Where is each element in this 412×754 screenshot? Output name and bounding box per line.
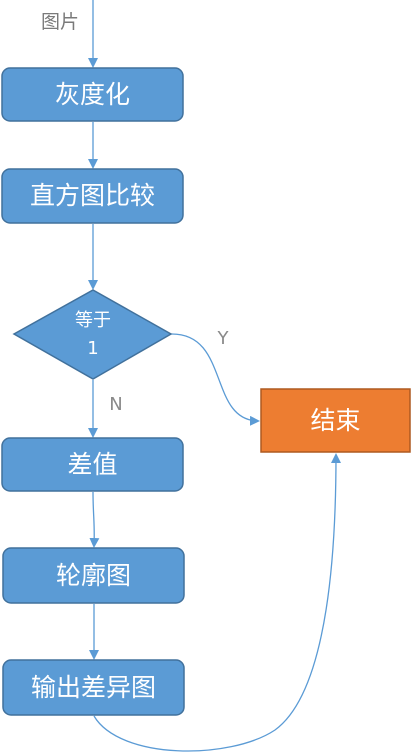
decision-diamond xyxy=(12,289,173,380)
end-label: 结束 xyxy=(310,405,361,435)
arrow-decision-to-end xyxy=(169,333,260,426)
decision-label: 等于 1 xyxy=(34,304,152,366)
arrow-output-to-end xyxy=(93,453,341,752)
edge-label-no: N xyxy=(109,394,123,416)
decision-label-line1: 等于 xyxy=(75,310,111,332)
output-label: 输出差异图 xyxy=(30,672,156,702)
edge-label-yes: Y xyxy=(217,328,229,350)
contour-label: 轮廓图 xyxy=(55,560,131,590)
output-box xyxy=(2,659,185,716)
arrow-diff-to-contour xyxy=(89,491,100,548)
start-label: 图片 xyxy=(40,10,79,33)
diff-box xyxy=(1,437,184,492)
grayscale-label: 灰度化 xyxy=(54,79,130,109)
diff-label: 差值 xyxy=(67,449,118,479)
grayscale-box xyxy=(1,67,184,122)
end-box xyxy=(260,388,411,453)
decision-label-line2: 1 xyxy=(87,338,99,359)
contour-box xyxy=(2,547,185,604)
histogram-label: 直方图比较 xyxy=(29,181,155,210)
histogram-box xyxy=(1,168,184,224)
